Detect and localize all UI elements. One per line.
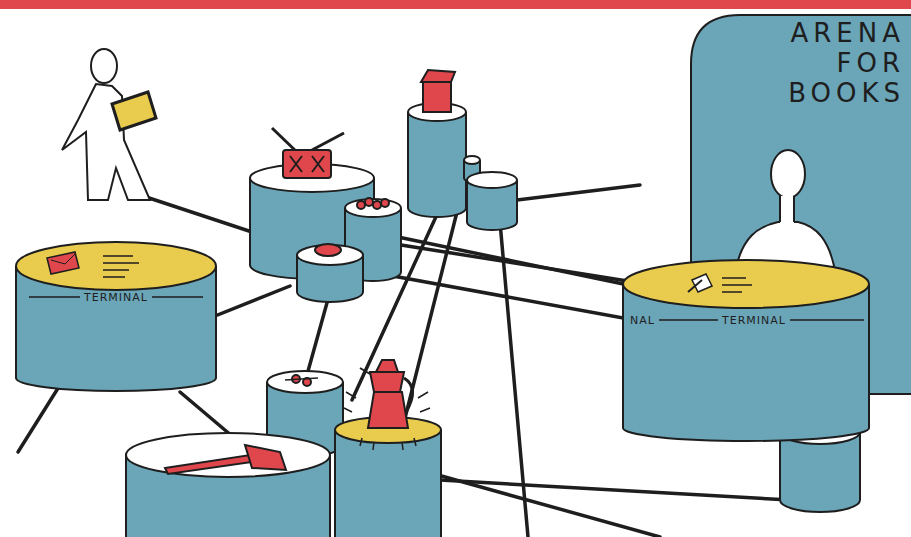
top-bar (0, 0, 911, 9)
terminal-cylinder: TERMINAL (15, 240, 217, 392)
terminal-label: TERMINAL (80, 291, 152, 304)
terminal-cylinder: NAL TERMINAL (622, 258, 870, 443)
terminal-cylinder-outline (15, 240, 217, 392)
terminal-label: TERMINAL (718, 314, 790, 327)
terminal-cylinder-outline (622, 258, 870, 443)
arena-sign: ARENA FOR BOOKS (755, 18, 905, 108)
visitor-figure (62, 49, 156, 200)
terminal-label: NAL (626, 314, 659, 327)
